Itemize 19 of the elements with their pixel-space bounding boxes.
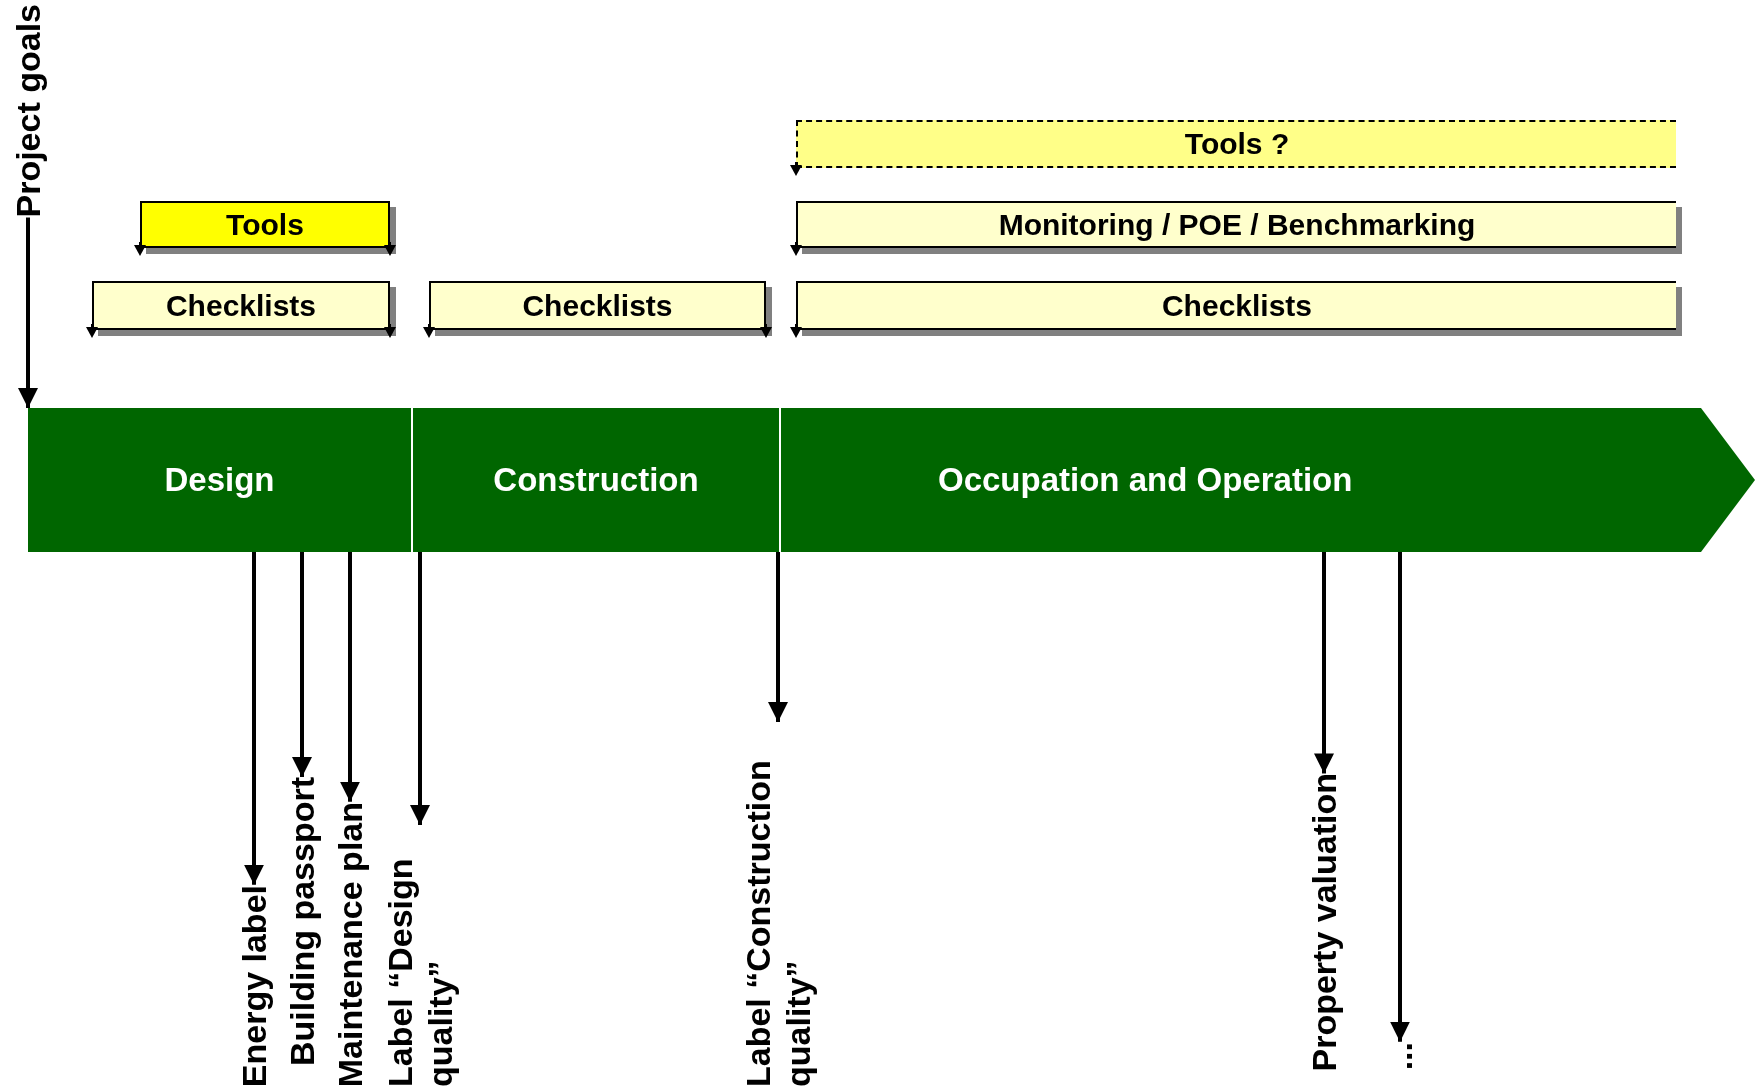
vertical-label: Label “Construction quality”	[738, 722, 818, 1087]
vertical-label: ...	[1380, 1041, 1420, 1070]
arrow	[1390, 552, 1410, 1042]
phase-band: Occupation and Operation	[781, 408, 1755, 552]
phase-band: Construction	[413, 408, 779, 552]
arrow	[1314, 552, 1334, 774]
arrow	[410, 552, 430, 825]
vertical-label: Label “Design quality”	[380, 825, 460, 1087]
arrow	[244, 552, 264, 885]
vertical-label: Project goals	[8, 4, 48, 218]
arrow	[292, 552, 312, 777]
arrow	[340, 552, 360, 802]
vertical-label: Maintenance plan	[330, 801, 370, 1087]
arrow	[768, 552, 788, 722]
arrow	[18, 217, 38, 408]
phase-band: Design	[28, 408, 411, 552]
vertical-label: Building passport	[282, 777, 322, 1066]
vertical-label: Property valuation	[1304, 773, 1344, 1072]
vertical-label: Energy label	[234, 884, 274, 1087]
